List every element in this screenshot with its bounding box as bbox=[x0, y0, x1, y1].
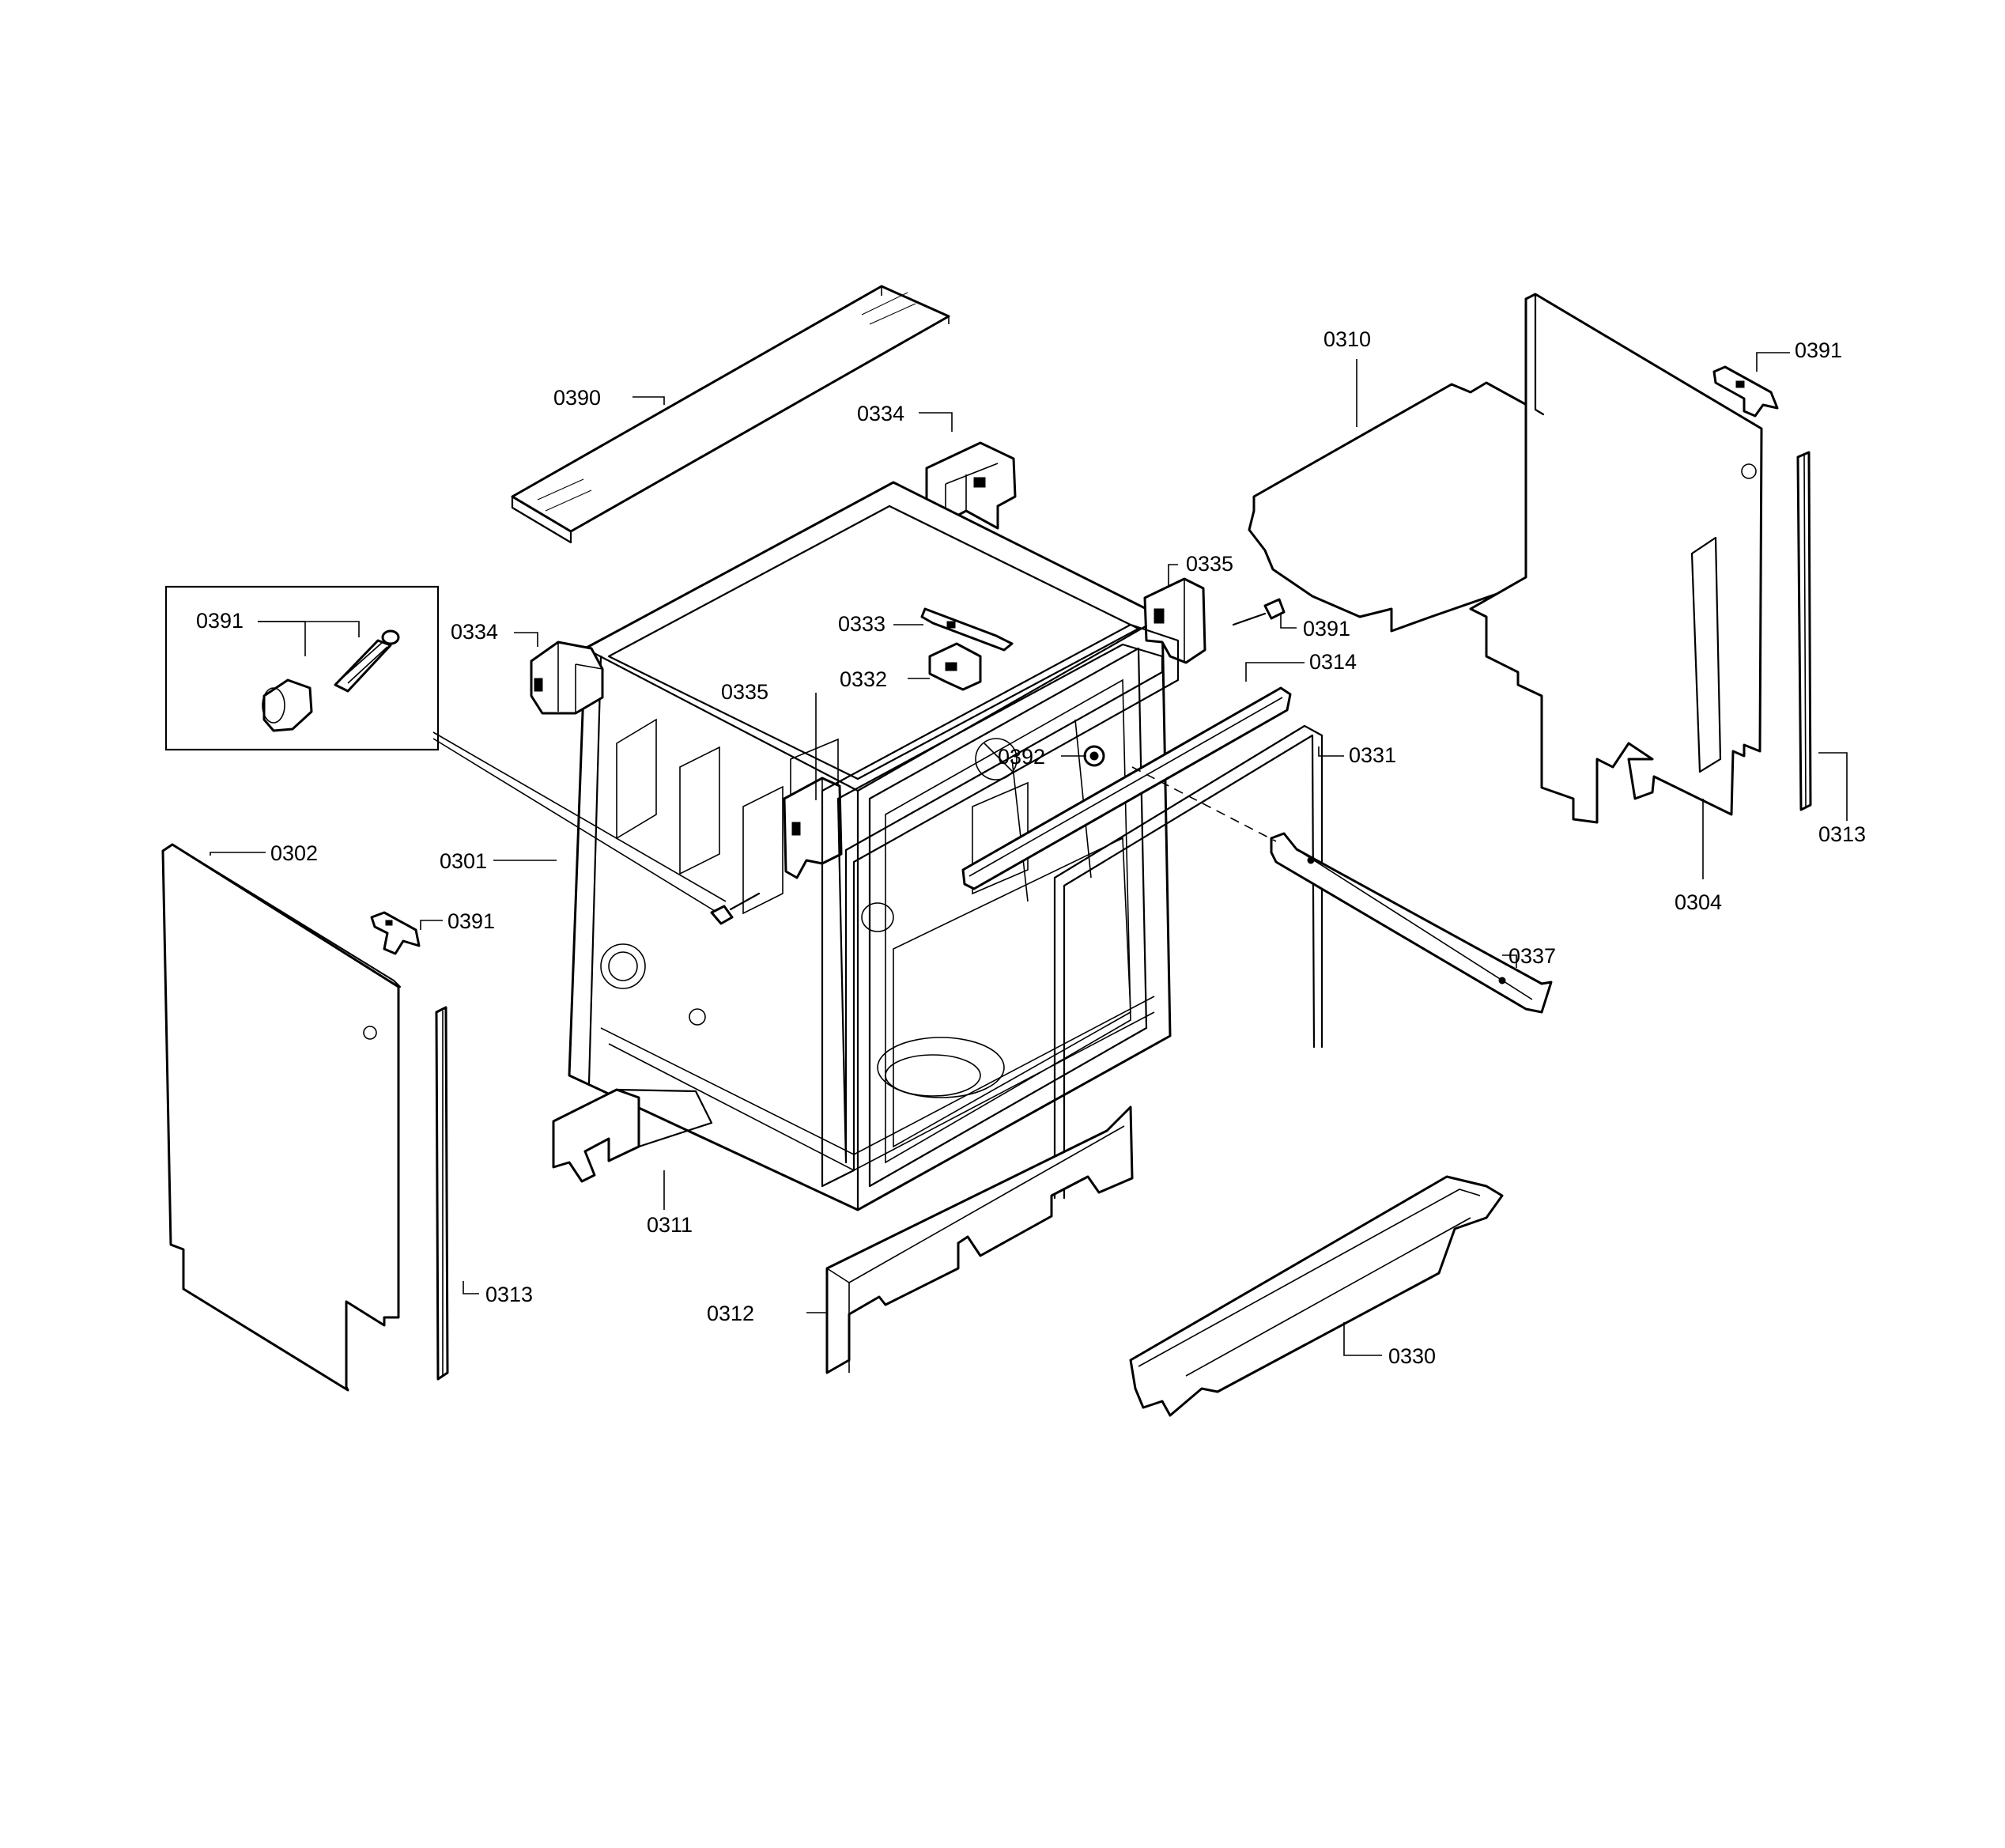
part-0391-screw-mid bbox=[1232, 598, 1286, 626]
part-door-frame bbox=[821, 623, 1180, 1188]
callout-0301: 0301 bbox=[440, 849, 487, 873]
callout-0331: 0331 bbox=[1349, 743, 1396, 767]
callout-0313-left: 0313 bbox=[485, 1283, 533, 1306]
part-0334-bracket-top bbox=[925, 441, 1017, 530]
leader-lines bbox=[210, 352, 1848, 1356]
part-0335-hinge-right bbox=[1143, 577, 1206, 664]
callout-0391-left: 0391 bbox=[447, 909, 495, 933]
part-0391-bracket-left bbox=[370, 911, 421, 955]
part-0337-rail bbox=[1270, 832, 1553, 1014]
part-0392-bushing bbox=[1083, 745, 1105, 767]
callout-0332: 0332 bbox=[840, 667, 887, 691]
callout-0333: 0333 bbox=[838, 612, 885, 636]
part-0332-latch bbox=[928, 642, 982, 691]
part-0313-strip-left bbox=[435, 1006, 449, 1381]
callout-0335-left: 0335 bbox=[721, 680, 768, 704]
callout-0311: 0311 bbox=[647, 1213, 693, 1237]
callout-0304: 0304 bbox=[1675, 890, 1722, 914]
inset-detail-box bbox=[164, 585, 440, 751]
part-0391-bracket-right bbox=[1712, 365, 1779, 418]
part-0391-screw-tub bbox=[710, 892, 761, 925]
callout-labels: 0390 0334 0310 0391 0391 0334 0333 0335 … bbox=[196, 327, 1866, 1368]
callout-0337: 0337 bbox=[1508, 944, 1556, 968]
part-0301-tub bbox=[568, 481, 1172, 1211]
callout-0310: 0310 bbox=[1323, 327, 1371, 351]
part-0334-bracket-left bbox=[530, 641, 604, 715]
callout-0302: 0302 bbox=[270, 841, 318, 865]
callout-0314: 0314 bbox=[1309, 650, 1357, 674]
callout-0335-right: 0335 bbox=[1186, 552, 1233, 576]
callout-0391-topright: 0391 bbox=[1795, 338, 1842, 362]
callout-0312: 0312 bbox=[707, 1302, 754, 1325]
callout-0313-right: 0313 bbox=[1818, 822, 1866, 846]
callout-0391-inset: 0391 bbox=[196, 609, 244, 633]
callout-0391-mid: 0391 bbox=[1303, 617, 1350, 641]
callout-0392: 0392 bbox=[998, 745, 1045, 769]
part-0302-side-panel-left bbox=[161, 843, 402, 1392]
part-0313-strip-right bbox=[1796, 451, 1812, 811]
part-0312-bottom-insulation bbox=[825, 1105, 1134, 1374]
part-0314-top-seal bbox=[961, 686, 1292, 890]
part-0331-gasket bbox=[1053, 724, 1323, 1200]
part-0330-base-tray bbox=[1129, 1175, 1504, 1417]
part-0304-side-panel-right bbox=[1469, 293, 1763, 824]
callout-0390: 0390 bbox=[553, 386, 601, 410]
part-0311-base-insulation bbox=[552, 1088, 713, 1183]
callout-0334-top: 0334 bbox=[857, 402, 904, 425]
callout-0334-left: 0334 bbox=[451, 620, 498, 644]
part-0390-mounting-strip bbox=[511, 285, 950, 544]
part-0333-rail bbox=[920, 607, 1014, 652]
callout-0330: 0330 bbox=[1388, 1344, 1436, 1368]
